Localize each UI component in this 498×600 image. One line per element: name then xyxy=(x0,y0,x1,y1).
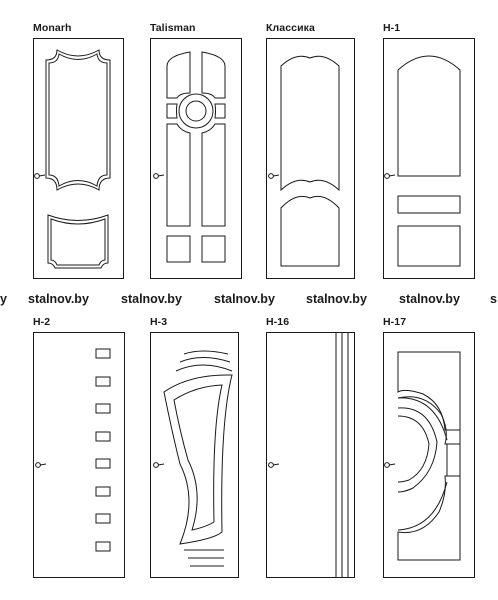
door-monarh-illustration xyxy=(33,38,124,279)
door-talisman-illustration xyxy=(150,38,242,279)
watermark-text: s xyxy=(490,292,497,306)
door-label: H-16 xyxy=(266,316,290,328)
door-card-klassika[interactable]: Классика xyxy=(266,22,366,279)
door-label: H-3 xyxy=(150,316,168,328)
door-label: H-17 xyxy=(383,316,407,328)
door-h2-illustration xyxy=(33,332,125,578)
door-label: H-2 xyxy=(33,316,51,328)
door-card-h16[interactable]: H-16 xyxy=(266,316,366,578)
door-label: Talisman xyxy=(150,22,196,34)
watermark-text: stalnov.by xyxy=(28,292,89,306)
watermark-text: stalnov.by xyxy=(306,292,367,306)
door-card-h1[interactable]: H-1 xyxy=(383,22,483,279)
door-label: Классика xyxy=(266,22,315,34)
door-h3-illustration xyxy=(150,332,239,578)
watermark-text: stalnov.by xyxy=(399,292,460,306)
door-klassika-illustration xyxy=(266,38,355,279)
door-h1-illustration xyxy=(383,38,475,279)
watermark-text: stalnov.by xyxy=(121,292,182,306)
door-card-h3[interactable]: H-3 xyxy=(150,316,250,578)
door-h17-illustration xyxy=(383,332,475,578)
door-h16-illustration xyxy=(266,332,355,578)
watermark-text: y xyxy=(0,292,7,306)
door-label: H-1 xyxy=(383,22,401,34)
watermark-strip: y stalnov.by stalnov.by stalnov.by staln… xyxy=(0,290,498,308)
watermark-text: stalnov.by xyxy=(214,292,275,306)
door-card-h17[interactable]: H-17 xyxy=(383,316,483,578)
door-card-h2[interactable]: H-2 xyxy=(33,316,133,578)
door-card-talisman[interactable]: Talisman xyxy=(150,22,250,279)
door-label: Monarh xyxy=(33,22,72,34)
door-card-monarh[interactable]: Monarh xyxy=(33,22,133,279)
